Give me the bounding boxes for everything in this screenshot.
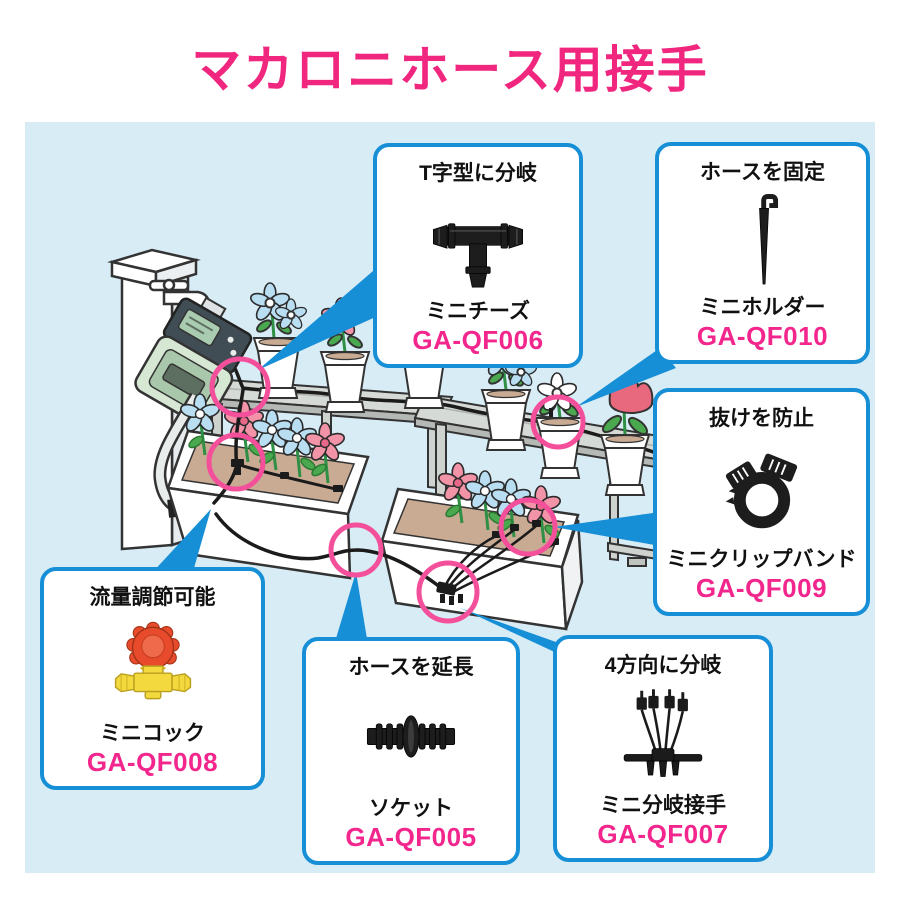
pointer-cock xyxy=(150,509,211,575)
callout-mini-holder: ホースを固定 ミニホルダー GA-QF010 xyxy=(655,142,870,364)
callout-caption: 抜けを防止 xyxy=(709,407,814,430)
product-code: GA-QF008 xyxy=(86,747,219,777)
product-code: GA-QF007 xyxy=(597,819,729,849)
callout-caption: T字型に分岐 xyxy=(419,162,537,185)
product-name: ミニホルダー xyxy=(699,296,826,319)
flower-pots xyxy=(248,282,654,496)
flower-pot-tulip xyxy=(599,376,654,496)
pointer-holder xyxy=(576,348,676,407)
pointer-branch xyxy=(460,608,576,662)
four-way-branch-icon xyxy=(623,689,703,777)
flower-pot xyxy=(319,297,371,413)
callout-mini-cock: 流量調節可能 ミニコック GA-QF008 xyxy=(40,567,265,790)
product-name: ミニコック xyxy=(100,722,205,745)
product-code: GA-QF005 xyxy=(345,822,477,852)
callout-pointers xyxy=(150,265,676,662)
valve-cock-icon xyxy=(114,621,191,700)
clip-band-icon xyxy=(725,453,797,529)
page-title: マカロニホース用接手 xyxy=(191,42,709,98)
callout-caption: 流量調節可能 xyxy=(89,586,216,609)
highlight-socket xyxy=(328,522,384,578)
socket-icon xyxy=(366,715,456,758)
highlight-branch xyxy=(416,560,480,624)
product-code: GA-QF010 xyxy=(696,321,829,351)
highlight-cock xyxy=(206,432,266,492)
callout-socket: ホースを延長 ソケット GA-QF005 xyxy=(302,637,520,865)
planter-flowers-left xyxy=(178,393,347,484)
product-code: GA-QF009 xyxy=(695,573,828,603)
product-name: ミニクリップバンド xyxy=(666,548,857,571)
product-name: ソケット xyxy=(369,797,453,820)
highlight-holder xyxy=(530,394,586,450)
flower-pot-daisy xyxy=(534,372,586,479)
highlight-circles xyxy=(206,356,586,624)
product-name: ミニチーズ xyxy=(426,300,530,323)
pointer-socket xyxy=(334,572,368,645)
callout-mini-branch: 4方向に分岐 ミニ分岐接手 GA-QF007 xyxy=(553,635,773,862)
stake-holder-icon xyxy=(758,194,778,285)
callout-caption: 4方向に分岐 xyxy=(604,654,722,677)
callout-mini-clip-band: 抜けを防止 ミニクリップバンド GA-QF009 xyxy=(653,388,870,616)
water-timer xyxy=(134,296,253,427)
tee-fitting-icon xyxy=(433,223,523,288)
highlight-tee xyxy=(209,356,271,418)
pointer-tee xyxy=(258,265,380,370)
callout-caption: ホースを延長 xyxy=(348,656,474,679)
callout-caption: ホースを固定 xyxy=(700,161,825,184)
highlight-clipband xyxy=(498,497,558,557)
product-code: GA-QF006 xyxy=(412,325,544,355)
garden-scene-illustration xyxy=(107,248,703,662)
pointer-clipband xyxy=(554,512,660,546)
callout-mini-tee: T字型に分岐 ミニチーズ GA-QF006 xyxy=(373,143,583,368)
product-name: ミニ分岐接手 xyxy=(600,794,726,817)
